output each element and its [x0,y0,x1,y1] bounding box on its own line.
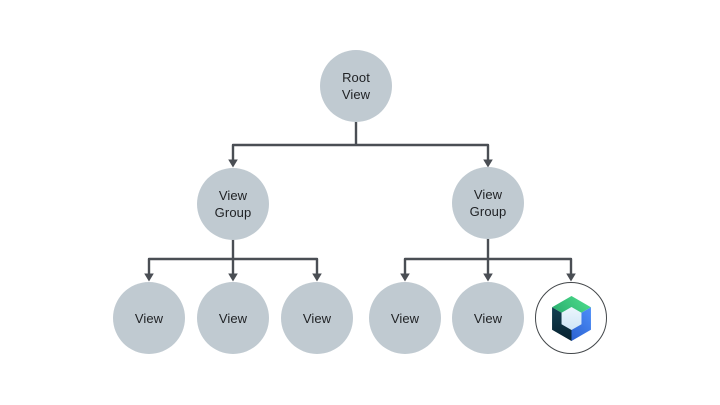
node-view-right-2-label: View [473,310,503,326]
node-view-group-right-label: View Group [469,187,507,219]
node-view-right-1: View [369,282,441,354]
node-view-left-1-label: View [134,310,164,326]
arrowhead-icon [483,159,493,168]
node-view-group-right: View Group [452,167,524,239]
node-view-right-1-label: View [390,310,420,326]
node-root-view: Root View [320,50,392,122]
node-view-left-3: View [281,282,353,354]
node-root-view-label: Root View [341,70,371,102]
node-view-group-left-label: View Group [214,188,252,220]
arrowheads [144,159,576,282]
arrowhead-icon [228,159,238,168]
node-view-group-left: View Group [197,168,269,240]
arrowhead-icon [144,273,154,282]
arrowhead-icon [566,273,576,282]
jetpack-compose-logo-icon [551,295,591,341]
compose-logo-center-hexagon [561,306,581,330]
node-view-left-2-label: View [218,310,248,326]
node-compose-view [535,282,607,354]
arrowhead-icon [228,273,238,282]
node-view-right-2: View [452,282,524,354]
arrowhead-icon [400,273,410,282]
node-view-left-3-label: View [302,310,332,326]
arrowhead-icon [483,273,493,282]
connector-root-branch [231,143,490,160]
node-view-left-1: View [113,282,185,354]
node-view-left-2: View [197,282,269,354]
arrowhead-icon [312,273,322,282]
